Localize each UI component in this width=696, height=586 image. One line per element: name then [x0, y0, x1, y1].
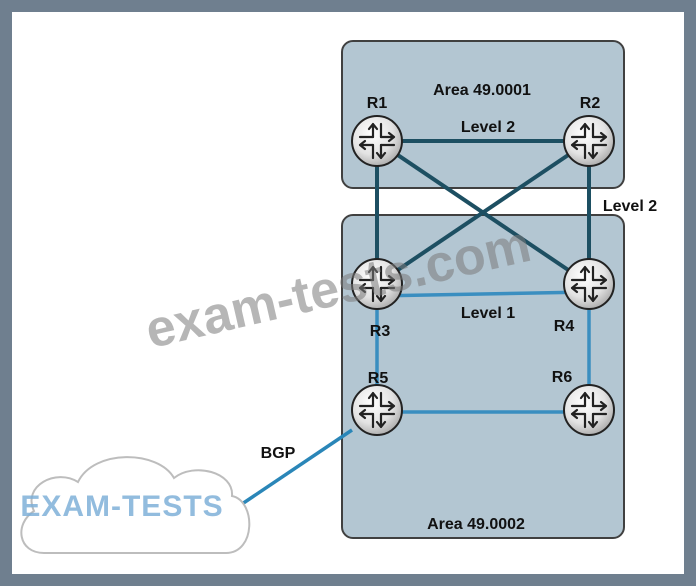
diagram-canvas: Area 49.0001 Area 49.0002 R1 R2 R3 R4 R5…	[12, 12, 684, 574]
external-network-cloud	[20, 456, 251, 554]
bgp-label: BGP	[261, 445, 296, 462]
router-r6-icon	[562, 383, 616, 437]
router-r5-icon	[350, 383, 404, 437]
link-r3-r4	[376, 290, 590, 298]
router-r2-label: R2	[580, 95, 601, 112]
link-bgp	[241, 428, 353, 506]
router-r1-icon	[350, 114, 404, 168]
area-top-label: Area 49.0001	[433, 82, 531, 99]
link-r3-r4-label: Level 1	[461, 305, 515, 322]
watermark-logo: EXAM-TESTS	[20, 490, 223, 523]
link-r2-r3	[375, 139, 591, 286]
area-top-box	[341, 40, 625, 189]
link-r1-r2-label: Level 2	[461, 119, 515, 136]
router-r3-label: R3	[370, 323, 391, 340]
link-r2-r4-label: Level 2	[603, 198, 657, 215]
network-topology-diagram: Area 49.0001 Area 49.0002 R1 R2 R3 R4 R5…	[20, 40, 657, 554]
router-r4-icon	[562, 257, 616, 311]
router-r1-label: R1	[367, 95, 388, 112]
router-r2-icon	[562, 114, 616, 168]
area-bottom-label: Area 49.0002	[427, 516, 525, 533]
router-r6-label: R6	[552, 369, 573, 386]
router-r5-label: R5	[368, 370, 389, 387]
router-r4-label: R4	[554, 318, 575, 335]
